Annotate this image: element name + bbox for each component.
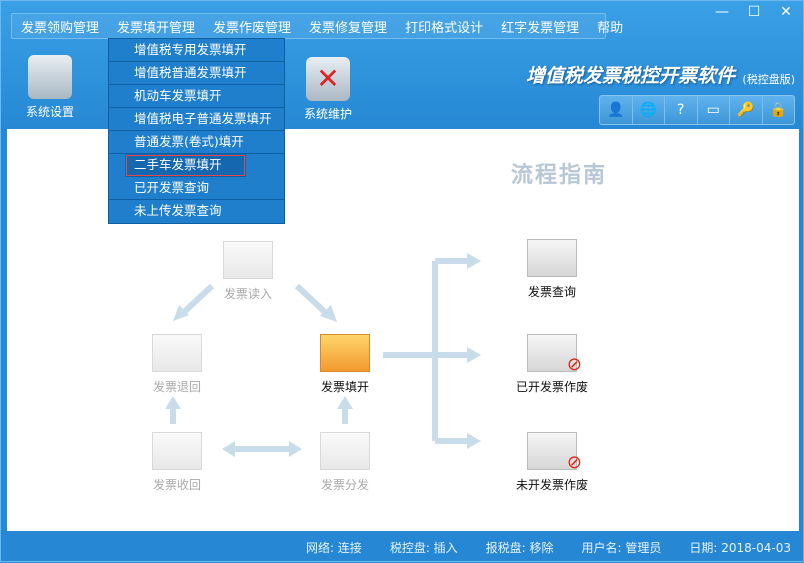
menu-issue[interactable]: 发票填开管理	[117, 20, 196, 36]
status-bar: 网络: 连接 税控盘: 插入 报税盘: 移除 用户名: 管理员 日期: 2018…	[1, 531, 804, 563]
settings-icon	[28, 55, 72, 99]
status-reportdisk: 报税盘: 移除	[485, 540, 554, 555]
key-icon[interactable]: 🔑	[729, 96, 762, 124]
recycle-icon	[152, 432, 202, 470]
invoice-distribute-icon	[320, 432, 370, 470]
flow-label-void-issued: 已开发票作废	[515, 380, 588, 394]
dropdown-item-unuploaded-query[interactable]: 未上传发票查询	[134, 203, 222, 218]
globe-icon[interactable]: 🌐	[631, 96, 665, 124]
lock-icon[interactable]: 🔒	[761, 96, 795, 124]
invoice-void-icon: ⊘	[527, 334, 582, 375]
menu-void[interactable]: 发票作废管理	[213, 20, 292, 36]
menu-purchase[interactable]: 发票领购管理	[21, 20, 100, 36]
system-settings-button[interactable]: 系统设置	[15, 55, 85, 120]
dropdown-item-used-car[interactable]: 二手车发票填开	[125, 154, 246, 177]
invoice-search-icon	[527, 239, 577, 277]
window-icon[interactable]: ▭	[696, 96, 730, 124]
flow-node-distribute[interactable]: 发票分发	[290, 432, 400, 493]
status-user: 用户名: 管理员	[581, 540, 662, 555]
menu-print-format[interactable]: 打印格式设计	[405, 20, 484, 36]
status-date: 日期: 2018-04-03	[689, 540, 791, 555]
flow-label-return: 发票退回	[152, 380, 201, 394]
dropdown-item-vat-normal[interactable]: 增值税普通发票填开	[109, 62, 284, 85]
dropdown-item-roll-invoice[interactable]: 普通发票(卷式)填开	[109, 131, 284, 154]
maximize-button[interactable]: ☐	[747, 4, 761, 20]
flow-node-issue[interactable]: 发票填开	[290, 334, 400, 395]
dropdown-item-vat-special[interactable]: 增值税专用发票填开	[109, 39, 284, 62]
system-maintenance-button[interactable]: ✕ 系统维护	[293, 57, 363, 122]
minimize-button[interactable]: —	[715, 4, 729, 20]
flow-label-issue: 发票填开	[320, 380, 369, 394]
flow-node-void-issued[interactable]: ⊘ 已开发票作废	[497, 334, 607, 395]
dropdown-item-motor-vehicle[interactable]: 机动车发票填开	[109, 85, 284, 108]
flow-label-distribute: 发票分发	[320, 478, 369, 492]
flow-node-void-unissued[interactable]: ⊘ 未开发票作废	[497, 432, 607, 493]
flow-arrows	[165, 253, 481, 457]
flow-node-return[interactable]: 发票退回	[122, 334, 232, 395]
flow-label-recall: 发票收回	[152, 478, 201, 492]
dropdown-item-vat-electronic[interactable]: 增值税电子普通发票填开	[109, 108, 284, 131]
menu-bar: 发票领购管理 发票填开管理 发票作废管理 发票修复管理 打印格式设计 红字发票管…	[11, 13, 623, 39]
menu-red-invoice[interactable]: 红字发票管理	[501, 20, 580, 36]
issue-dropdown-menu: 增值税专用发票填开 增值税普通发票填开 机动车发票填开 增值税电子普通发票填开 …	[108, 38, 285, 224]
help-icon[interactable]: ?	[664, 96, 697, 124]
invoice-issue-icon	[320, 334, 370, 372]
invoice-void-icon: ⊘	[527, 432, 582, 473]
app-subtitle: (税控盘版)	[742, 73, 795, 86]
flow-guide-panel: 流程指南 发票读入 发票退回 发票填开 发票收回 发票分发 发票查询 ⊘ 已开发票…	[7, 129, 799, 531]
menu-help[interactable]: 帮助	[597, 20, 624, 36]
status-taxdisk: 税控盘: 插入	[389, 540, 458, 555]
user-switch-icon[interactable]: 👤	[607, 102, 625, 118]
tools-icon: ✕	[306, 57, 350, 101]
flow-node-query[interactable]: 发票查询	[497, 239, 607, 300]
menu-repair[interactable]: 发票修复管理	[309, 20, 388, 36]
flow-node-read[interactable]: 发票读入	[193, 241, 303, 302]
invoice-return-icon	[152, 334, 202, 372]
flow-title: 流程指南	[511, 163, 608, 188]
flow-node-recall[interactable]: 发票收回	[122, 432, 232, 493]
flow-label-query: 发票查询	[527, 285, 576, 299]
dropdown-item-issued-query[interactable]: 已开发票查询	[109, 177, 284, 200]
invoice-import-icon	[223, 241, 273, 279]
close-button[interactable]: ✕	[780, 4, 792, 20]
flow-label-read: 发票读入	[223, 287, 272, 301]
system-maintenance-label: 系统维护	[303, 107, 352, 121]
status-network: 网络: 连接	[305, 540, 362, 555]
app-title: 增值税发票税控开票软件	[525, 65, 735, 87]
system-settings-label: 系统设置	[25, 105, 74, 119]
quick-toolbar: 👤 🌐 ? ▭ 🔑 🔒	[599, 95, 795, 125]
flow-label-void-unissued: 未开发票作废	[515, 478, 588, 492]
